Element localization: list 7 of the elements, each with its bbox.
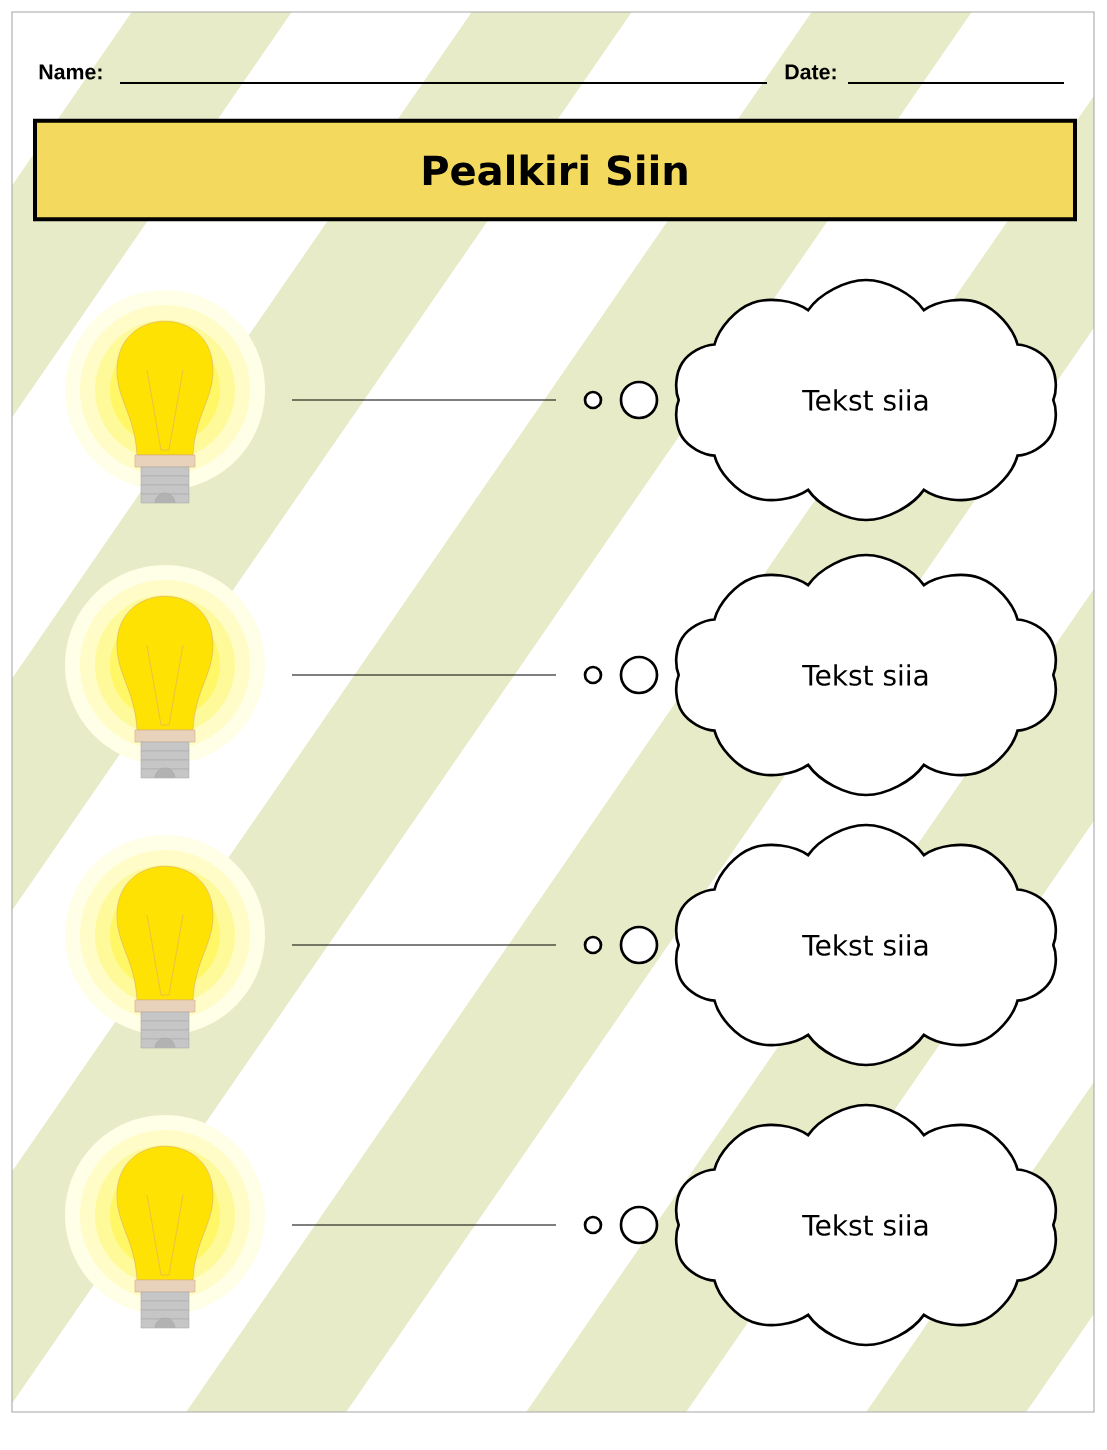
thought-cloud: Tekst siia — [674, 553, 1058, 797]
thought-cloud: Tekst siia — [674, 823, 1058, 1067]
field-label: Date: — [785, 64, 836, 80]
title-banner: Pealkiri Siin — [33, 118, 1077, 222]
field-label: Name: — [39, 64, 102, 80]
thought-cloud: Tekst siia — [674, 278, 1058, 522]
thought-cloud: Tekst siia — [674, 1103, 1058, 1347]
